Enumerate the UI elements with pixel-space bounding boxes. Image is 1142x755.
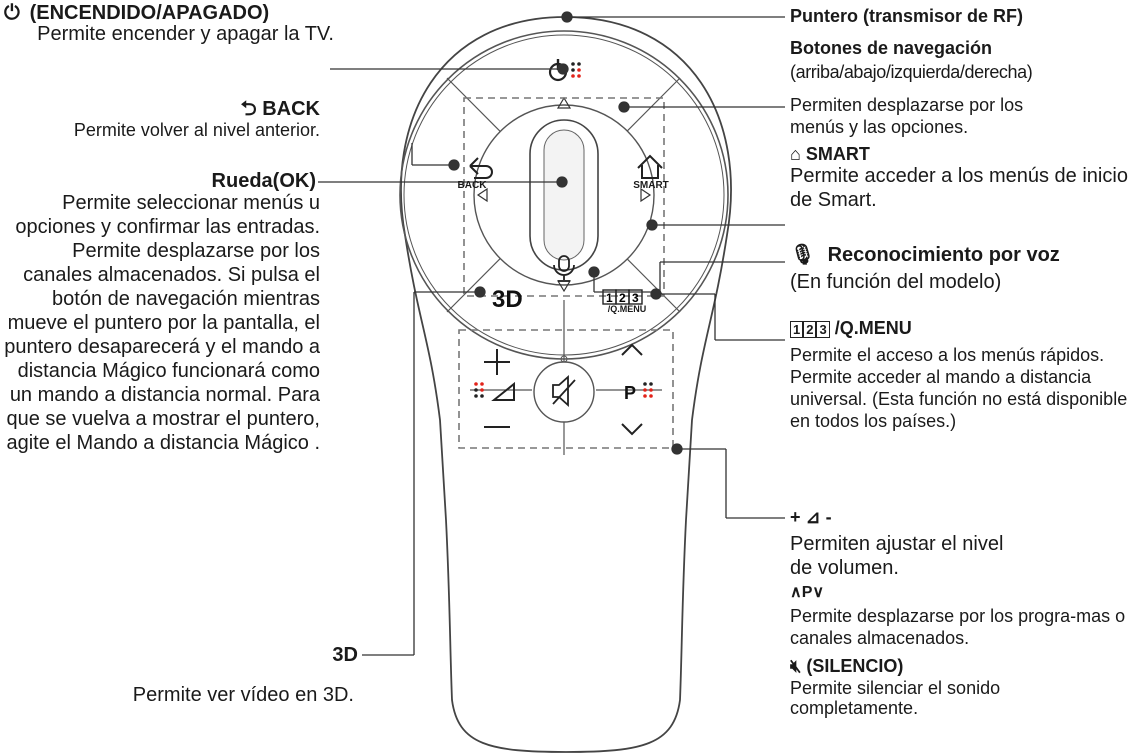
svg-text:1: 1 [606, 291, 613, 305]
back-desc: Permite volver al nivel anterior. [73, 120, 320, 140]
nav-desc: Permiten desplazarse por los menús y las… [790, 95, 1024, 137]
smart-title: ⌂ SMART [790, 144, 870, 164]
remote-smart-label[interactable]: SMART [633, 180, 669, 191]
back-arrow-icon: ⮌ [240, 98, 257, 120]
back-title: ⮌ BACK [240, 98, 320, 120]
power-icon: ⏻ [4, 2, 20, 24]
volume-desc: Permiten ajustar el nivel de volumen. [790, 533, 1004, 579]
remote-qmenu-label[interactable]: /Q.MENU [607, 304, 647, 314]
svg-text:2: 2 [619, 291, 626, 305]
voice-title: 🎙︎ Reconocimiento por voz [790, 244, 1060, 266]
qmenu-desc: Permite el acceso a los menús rápidos. P… [790, 345, 1128, 431]
mute-icon: 🔇︎ [790, 656, 802, 676]
power-desc: Permite encender y apagar la TV. [37, 23, 334, 45]
mute-desc: Permite silenciar el sonido completament… [790, 678, 1001, 718]
mic-icon: 🎙︎ [790, 244, 816, 266]
program-title: ∧P∨ [790, 584, 825, 601]
wheel-title: Rueda(OK) [211, 170, 316, 192]
remote-3d-label: 3D [492, 286, 523, 313]
nav-sub: (arriba/abajo/izquierda/derecha) [790, 62, 1033, 82]
power-title: ⏻ (ENCENDIDO/APAGADO) [4, 2, 270, 24]
smart-desc: Permite acceder a los menús de inicio de… [790, 165, 1128, 211]
qmenu-digits-icon: 1 2 3 [602, 289, 643, 305]
program-desc: Permite desplazarse por los progra-mas o… [790, 606, 1126, 648]
voice-desc: (En función del modelo) [790, 271, 1002, 293]
volume-title: + ⊿ - [790, 507, 832, 527]
threed-desc: Permite ver vídeo en 3D. [132, 684, 354, 706]
svg-text:3: 3 [632, 291, 639, 305]
wheel-desc: Permite seleccionar menús u opciones y c… [4, 192, 320, 454]
qmenu-digits: 1 [790, 321, 804, 338]
power-dots [571, 62, 581, 78]
remote-back-label[interactable]: BACK [457, 180, 487, 191]
mute-title: 🔇︎ (SILENCIO) [790, 656, 904, 676]
remote-p-label: P [624, 383, 636, 403]
nav-title: Botones de navegación [790, 38, 993, 58]
leader-lines [318, 11, 785, 656]
threed-title: 3D [332, 644, 358, 666]
qmenu-digit: 2 [803, 321, 817, 338]
pointer-title: Puntero (transmisor de RF) [790, 6, 1024, 26]
qmenu-digit: 3 [816, 321, 830, 338]
home-icon: ⌂ [790, 144, 801, 164]
